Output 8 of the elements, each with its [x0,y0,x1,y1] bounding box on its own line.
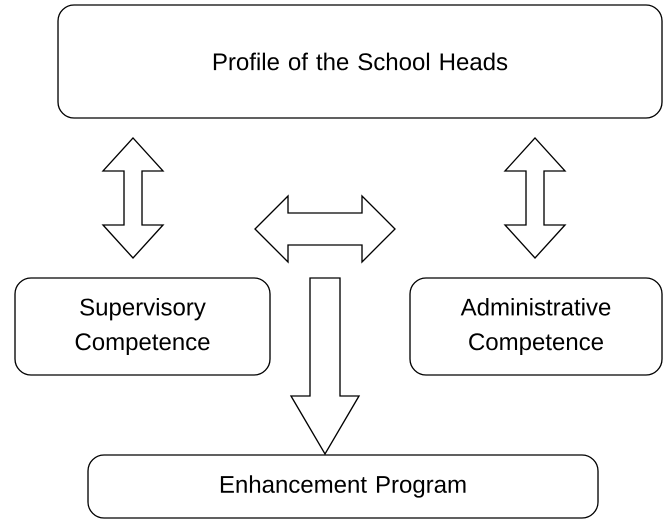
text-box: Profile of the School Heads [57,4,663,119]
text-box: Enhancement Program [87,454,599,519]
block-arrow [290,277,360,456]
text-box: Supervisory Competence [14,277,271,376]
block-arrow [504,137,567,259]
block-arrow [254,194,396,264]
block-arrow [102,137,165,259]
text-box: Administrative Competence [409,277,663,376]
